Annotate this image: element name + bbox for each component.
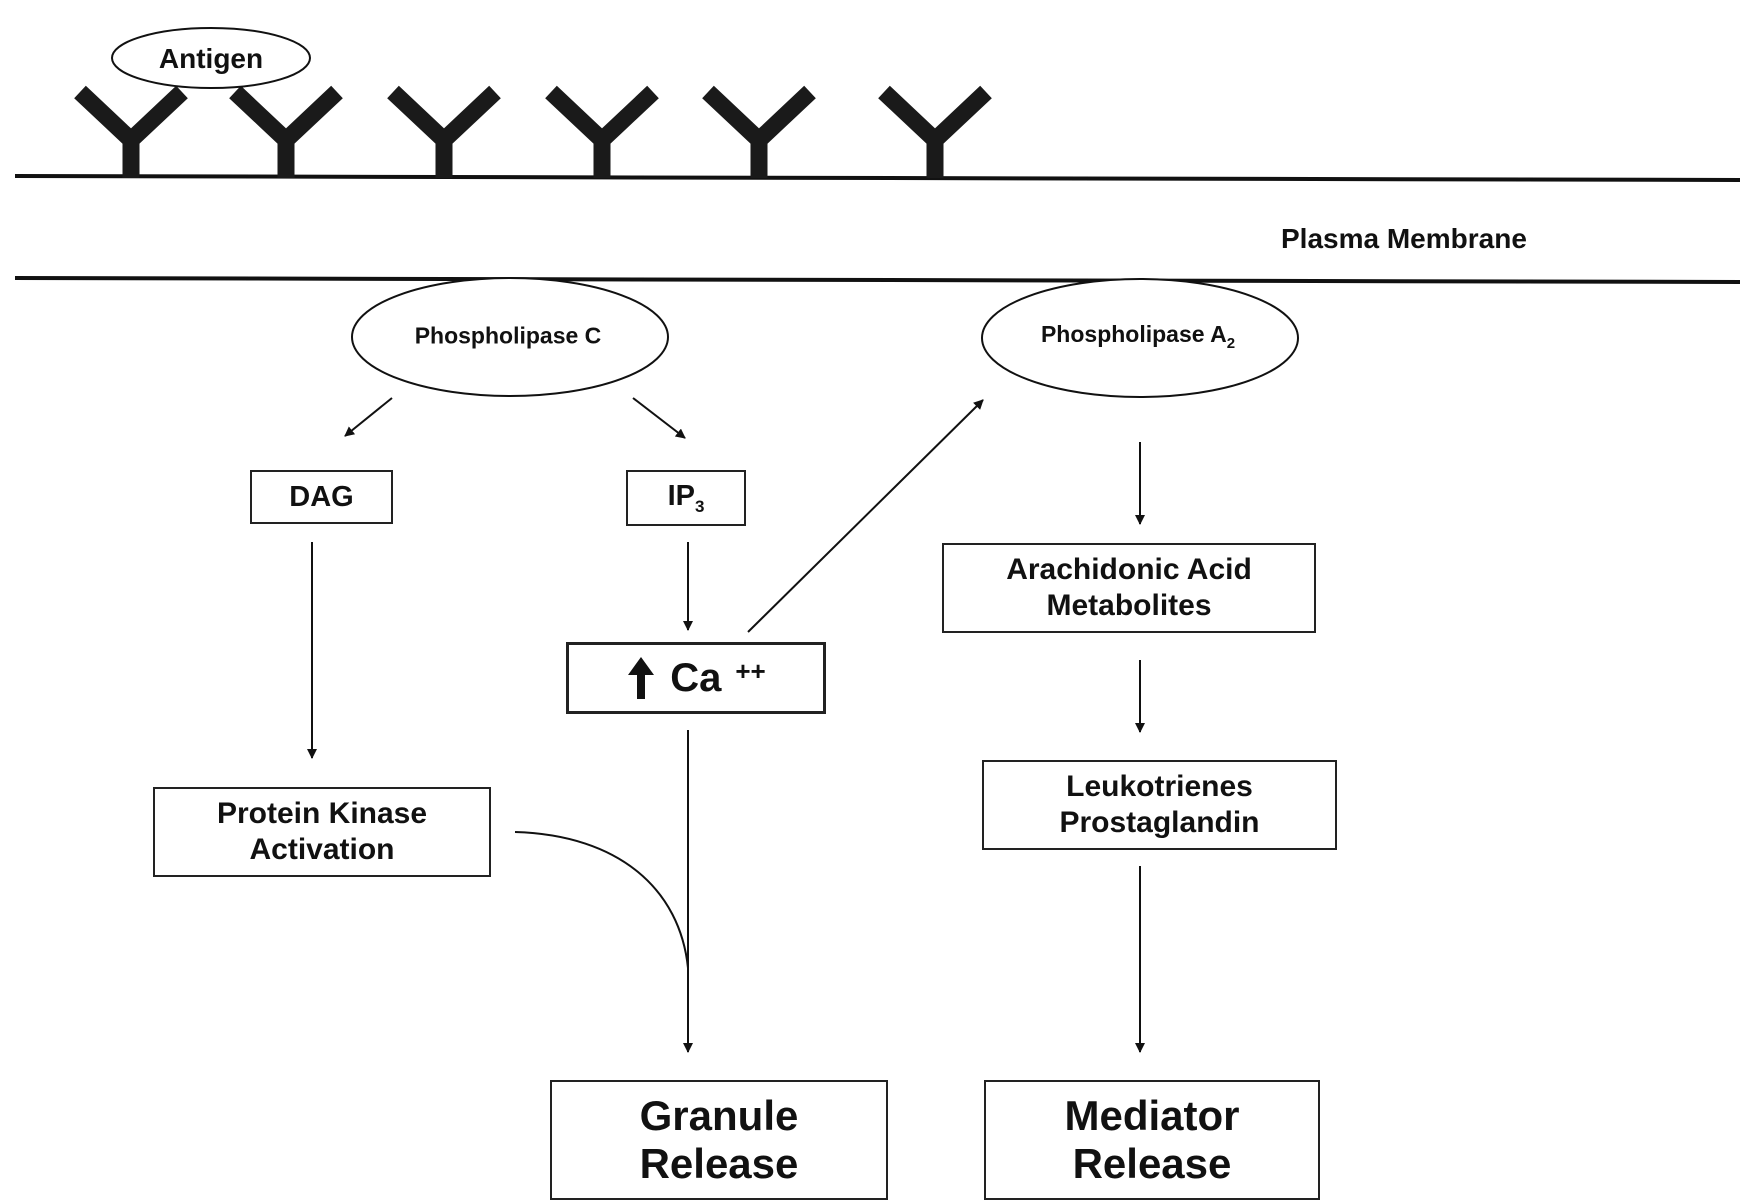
plc-to-ip3-arrow [632,397,686,439]
up-arrow-icon [628,657,655,699]
plc-to-dag-arrow [344,397,393,437]
antibody-y-icon [74,85,188,178]
antibody-receptors [74,85,992,178]
plasma-membrane-label: Plasma Membrane [1281,223,1527,254]
phospholipase-a2-ellipse [981,278,1299,398]
phospholipase-c-ellipse [351,277,669,397]
ip3-box: IP3 [626,470,746,526]
mediator-release-box: Mediator Release [984,1080,1320,1200]
membrane-outer-line [14,174,1740,182]
antigen-ellipse [111,27,311,89]
phospholipase-c-label: Phospholipase C [414,322,602,349]
antibody-y-icon [545,85,659,178]
pka-to-granule-curve [514,831,689,969]
antibody-y-icon [229,85,343,178]
antigen-label: Antigen [158,43,264,74]
protein-kinase-box: Protein Kinase Activation [153,787,491,877]
antibody-y-icon [387,85,501,178]
ca-to-pla2-arrow [747,399,984,633]
arachidonic-acid-box: Arachidonic Acid Metabolites [942,543,1316,633]
antibody-y-icon [702,85,816,178]
leukotrienes-box: Leukotrienes Prostaglandin [982,760,1337,850]
antibody-y-icon [878,85,992,178]
granule-release-box: Granule Release [550,1080,888,1200]
phospholipase-a2-label: Phospholipase A2 [1040,321,1236,352]
membrane-inner-line [14,276,1740,284]
dag-box: DAG [250,470,393,524]
calcium-box: Ca++ [566,642,826,714]
